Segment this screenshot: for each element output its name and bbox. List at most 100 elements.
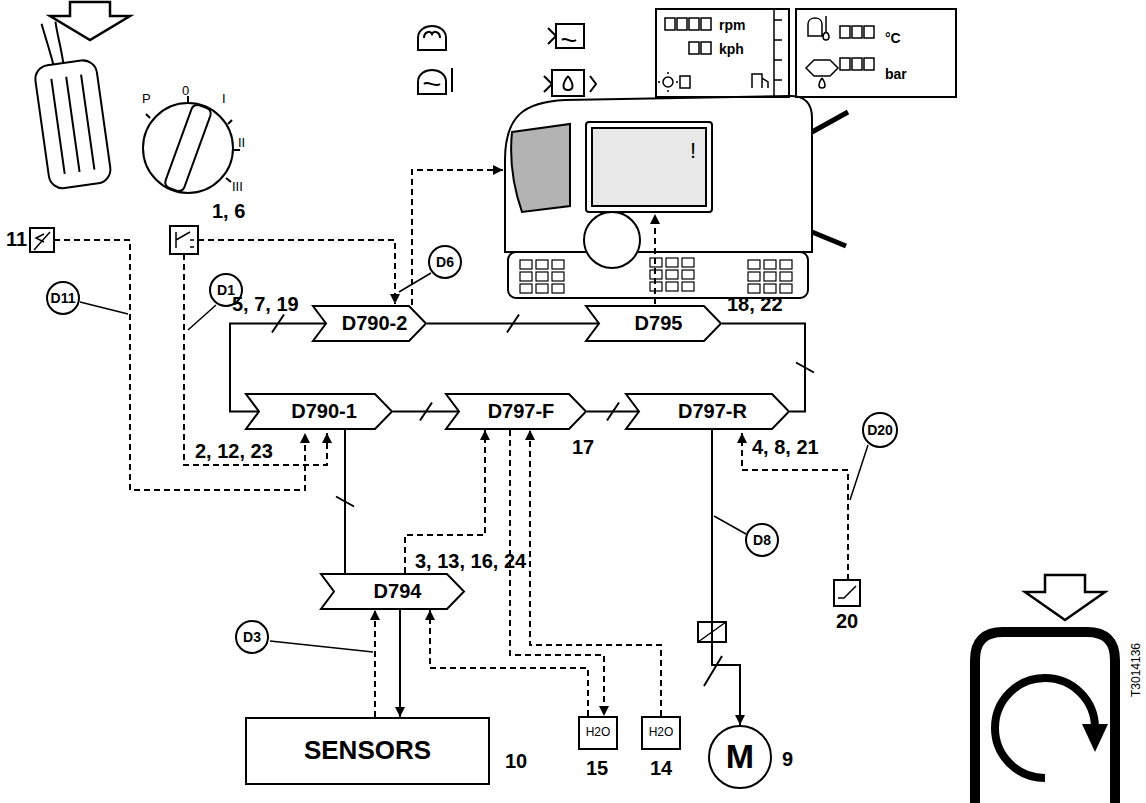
input-arrow bbox=[50, 2, 130, 40]
node-label: D790-1 bbox=[291, 400, 357, 423]
callout-circle: D20 bbox=[862, 412, 898, 448]
sensor-box: SENSORS bbox=[245, 717, 490, 785]
callout-circle: D6 bbox=[428, 245, 462, 279]
figure-number: T3014136 bbox=[1130, 643, 1144, 697]
unit-label: °C bbox=[885, 30, 901, 46]
signal-line bbox=[430, 610, 588, 716]
cluster-button bbox=[780, 260, 792, 269]
cluster-button bbox=[748, 284, 760, 293]
signal-lines bbox=[742, 433, 848, 580]
key-switch bbox=[143, 103, 233, 193]
callout-circle: D11 bbox=[46, 281, 81, 316]
instrument-cluster bbox=[592, 128, 706, 206]
warning-icons bbox=[418, 24, 596, 96]
engine-symbol bbox=[1082, 724, 1108, 752]
bus-slash-mark bbox=[336, 497, 354, 507]
cluster-button bbox=[682, 282, 694, 291]
control-unit: D790-1 bbox=[245, 393, 393, 430]
node-label: D6 bbox=[436, 254, 454, 270]
signal-line bbox=[374, 610, 376, 717]
motor-circle: M bbox=[708, 725, 772, 789]
warning-icons bbox=[418, 26, 446, 50]
bus-slash-mark bbox=[420, 403, 432, 421]
callout-number: 9 bbox=[782, 748, 793, 771]
cluster-button bbox=[536, 284, 548, 293]
panel-symbols bbox=[663, 77, 673, 87]
leader-lines bbox=[188, 305, 216, 330]
unit-label: bar bbox=[885, 66, 907, 82]
panel-symbols bbox=[774, 10, 782, 96]
panel-symbols bbox=[658, 72, 678, 92]
instrument-cluster bbox=[812, 232, 846, 246]
callout-number: 3, 13, 16, 24 bbox=[415, 550, 526, 573]
panel-symbols bbox=[701, 42, 711, 54]
instrument-cluster bbox=[586, 122, 712, 212]
chevron-outline bbox=[446, 394, 586, 429]
output-arrow bbox=[1025, 575, 1105, 620]
instrument-cluster bbox=[584, 212, 640, 268]
display-panel: rpmkph bbox=[655, 8, 790, 98]
node-label: D797-F bbox=[488, 400, 555, 423]
switch-position: P bbox=[142, 92, 151, 107]
node-label: D790-2 bbox=[342, 312, 408, 335]
node-label: D795 bbox=[635, 312, 683, 335]
pedal-sensor-symbol bbox=[30, 228, 54, 252]
callout-number: 14 bbox=[650, 757, 672, 780]
pedal-sensor-symbol bbox=[30, 228, 54, 252]
node-label: D794 bbox=[374, 580, 422, 603]
panel-symbols bbox=[689, 18, 699, 30]
switch-position: 0 bbox=[182, 84, 189, 99]
callout-number: 18, 22 bbox=[727, 293, 783, 316]
panel-symbols bbox=[689, 42, 699, 54]
panel-symbols bbox=[840, 26, 850, 38]
panel-symbols bbox=[701, 18, 711, 30]
instrument-cluster bbox=[505, 96, 848, 298]
warning-icons bbox=[548, 24, 584, 48]
node-label: D3 bbox=[243, 629, 261, 645]
instrument-cluster bbox=[812, 112, 848, 132]
callout-number: 5, 7, 19 bbox=[232, 293, 299, 316]
cluster-button bbox=[780, 284, 792, 293]
bus-slash-mark bbox=[272, 315, 284, 333]
callout-circle: D3 bbox=[235, 620, 269, 654]
water-sensor: H2O bbox=[578, 716, 618, 750]
callout-number: 2, 12, 23 bbox=[195, 440, 273, 463]
engine-symbol bbox=[995, 678, 1095, 778]
cluster-button bbox=[764, 272, 776, 281]
panel-symbols bbox=[658, 10, 874, 96]
cluster-button bbox=[666, 270, 678, 279]
panel-symbols bbox=[852, 26, 862, 38]
leader-lines bbox=[399, 273, 431, 292]
unit-label: rpm bbox=[719, 17, 745, 33]
cluster-button bbox=[666, 282, 678, 291]
signal-lines bbox=[184, 254, 327, 465]
callout-number: ! bbox=[690, 138, 696, 163]
signal-lines bbox=[54, 170, 848, 580]
cluster-button bbox=[764, 260, 776, 269]
bus-slash-mark bbox=[507, 315, 519, 333]
wire bbox=[712, 430, 740, 725]
panel-symbols bbox=[677, 18, 687, 30]
callout-number: 1, 6 bbox=[212, 200, 245, 223]
level-sensor-symbol bbox=[834, 580, 860, 606]
signal-lines bbox=[654, 214, 656, 304]
chevron-outline bbox=[246, 394, 392, 429]
input-arrow bbox=[50, 2, 130, 40]
cluster-button bbox=[666, 258, 678, 267]
accelerator-pedal bbox=[28, 17, 112, 190]
engine-symbol bbox=[975, 632, 1115, 803]
chevron-outline bbox=[626, 394, 789, 429]
engine-symbol bbox=[975, 632, 1115, 803]
wire bbox=[399, 610, 401, 717]
panel-symbols bbox=[752, 74, 768, 88]
instrument-cluster bbox=[508, 252, 808, 298]
node-label: D11 bbox=[51, 290, 76, 306]
callout-number: 15 bbox=[586, 757, 608, 780]
node-label: D797-R bbox=[678, 400, 747, 423]
node-label: M bbox=[726, 737, 754, 776]
node-label: SENSORS bbox=[304, 736, 431, 766]
callout-number: 11 bbox=[6, 228, 27, 251]
instrument-cluster bbox=[511, 124, 570, 212]
control-unit: D797-R bbox=[625, 393, 790, 430]
